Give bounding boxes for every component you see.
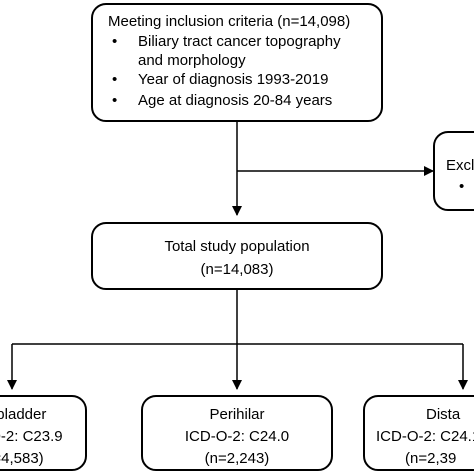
gallbladder-box xyxy=(0,395,87,471)
bullet-icon: • xyxy=(112,92,117,109)
distal-code: ICD-O-2: C24.1 xyxy=(376,428,474,445)
perihilar-code: ICD-O-2: C24.0 xyxy=(185,428,289,445)
criteria-item-topography-line1: Biliary tract cancer topography xyxy=(138,33,341,50)
exclusion-box xyxy=(433,131,474,211)
inclusion-criteria-box xyxy=(91,3,383,122)
total-population-label: Total study population xyxy=(164,238,309,255)
gallbladder-code: D-O-2: C23.9 xyxy=(0,428,63,445)
gallbladder-label: llbladder xyxy=(0,406,46,423)
gallbladder-count: =4,583) xyxy=(0,450,44,467)
bullet-icon: • xyxy=(112,33,117,50)
distal-box xyxy=(363,395,474,471)
criteria-item-year: Year of diagnosis 1993-2019 xyxy=(138,71,328,88)
bullet-icon: • xyxy=(459,178,464,195)
inclusion-criteria-title: Meeting inclusion criteria (n=14,098) xyxy=(108,13,350,30)
perihilar-count: (n=2,243) xyxy=(205,450,270,467)
perihilar-box xyxy=(141,395,333,471)
distal-label: Dista xyxy=(426,406,461,423)
total-population-count: (n=14,083) xyxy=(201,261,274,278)
criteria-item-age: Age at diagnosis 20-84 years xyxy=(138,92,332,109)
criteria-item-topography-line2: and morphology xyxy=(138,52,246,69)
bullet-icon: • xyxy=(112,71,117,88)
perihilar-label: Perihilar xyxy=(209,406,264,423)
exclusion-label: Excl xyxy=(446,157,474,174)
total-population-box xyxy=(91,222,383,290)
distal-count: (n=2,39 xyxy=(405,450,456,467)
